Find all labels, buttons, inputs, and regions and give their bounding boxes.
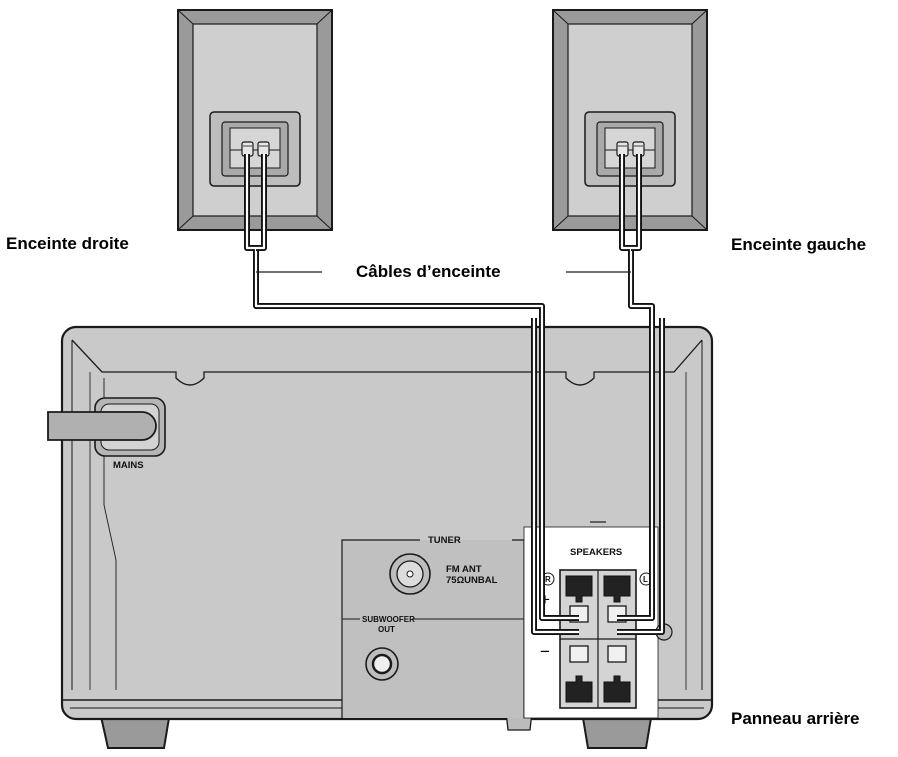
subwoofer-label: SUBWOOFER	[362, 615, 415, 624]
main-unit: MAINS TUNER FM ANT 75ΩUNBAL SUBWOOFER OU…	[47, 325, 714, 749]
speakers-terminal-panel: SPEAKERS R L + −	[523, 521, 659, 719]
right-speaker	[177, 9, 333, 231]
subwoofer-out-label: OUT	[378, 625, 395, 634]
left-speaker-terminal	[616, 141, 645, 157]
channel-l-label: L	[643, 575, 648, 584]
right-speaker-label: Enceinte droite	[6, 234, 129, 253]
channel-r-label: R	[545, 575, 551, 584]
rear-panel-label: Panneau arrière	[731, 709, 860, 728]
terminal-l-minus	[607, 645, 627, 663]
left-speaker	[552, 9, 708, 231]
fm-ant-label: FM ANT	[446, 564, 482, 575]
speaker-cables	[244, 154, 665, 635]
speaker-cables-label: Câbles d’enceinte	[356, 262, 501, 281]
left-speaker-label: Enceinte gauche	[731, 235, 866, 254]
terminal-r-minus	[569, 645, 589, 663]
speakers-label: SPEAKERS	[570, 547, 622, 558]
fm-ant-impedance-label: 75ΩUNBAL	[446, 575, 498, 586]
right-speaker-terminal	[241, 141, 270, 157]
tuner-label: TUNER	[428, 535, 461, 546]
minus-sign: −	[540, 642, 550, 661]
mains-label: MAINS	[113, 460, 144, 471]
mains-cord	[47, 411, 157, 441]
tuner-section: TUNER FM ANT 75ΩUNBAL SUBWOOFER OUT	[341, 535, 525, 718]
